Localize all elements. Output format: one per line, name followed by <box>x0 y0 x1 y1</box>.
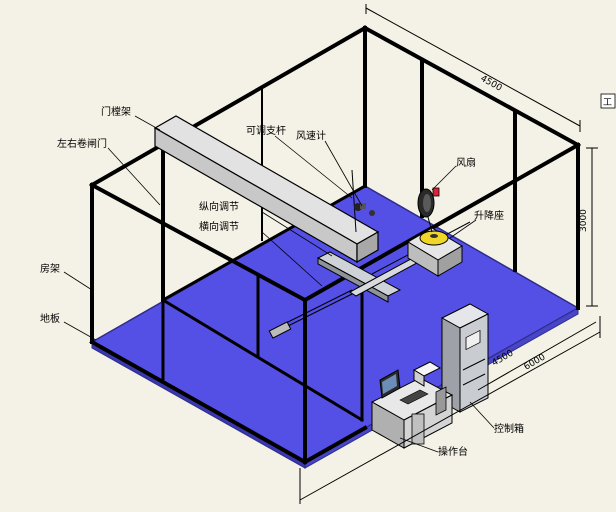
label-anemometer: 风速计 <box>296 129 326 142</box>
adjustment-rails <box>268 221 471 339</box>
fan <box>417 187 440 233</box>
label-floor-plate: 地板 <box>40 312 60 325</box>
label-house-frame: 房架 <box>40 262 60 275</box>
lift-seat <box>407 227 463 277</box>
label-transverse: 横向调节 <box>199 220 239 233</box>
gantry-beam <box>153 115 380 264</box>
dim-length-bottom: 6000 <box>523 352 548 372</box>
label-rolling-door: 左右卷闸门 <box>57 137 107 150</box>
label-lift-seat: 升降座 <box>474 209 504 222</box>
corner-tag-text: 工 <box>603 98 612 108</box>
label-adjustable-rod: 可调支杆 <box>246 125 286 137</box>
label-fan: 风扇 <box>456 156 476 169</box>
label-longitudinal: 纵向调节 <box>199 200 239 213</box>
control-box <box>440 303 490 413</box>
corner-tag: 工 <box>600 93 616 109</box>
label-control-box: 控制箱 <box>494 422 524 435</box>
dim-height: 3000 <box>579 209 589 232</box>
label-gantry: 门樘架 <box>101 105 131 118</box>
label-console: 操作台 <box>438 445 468 458</box>
leader-lines <box>63 115 495 453</box>
dimension-lines <box>299 4 601 504</box>
anemometer <box>351 169 375 233</box>
